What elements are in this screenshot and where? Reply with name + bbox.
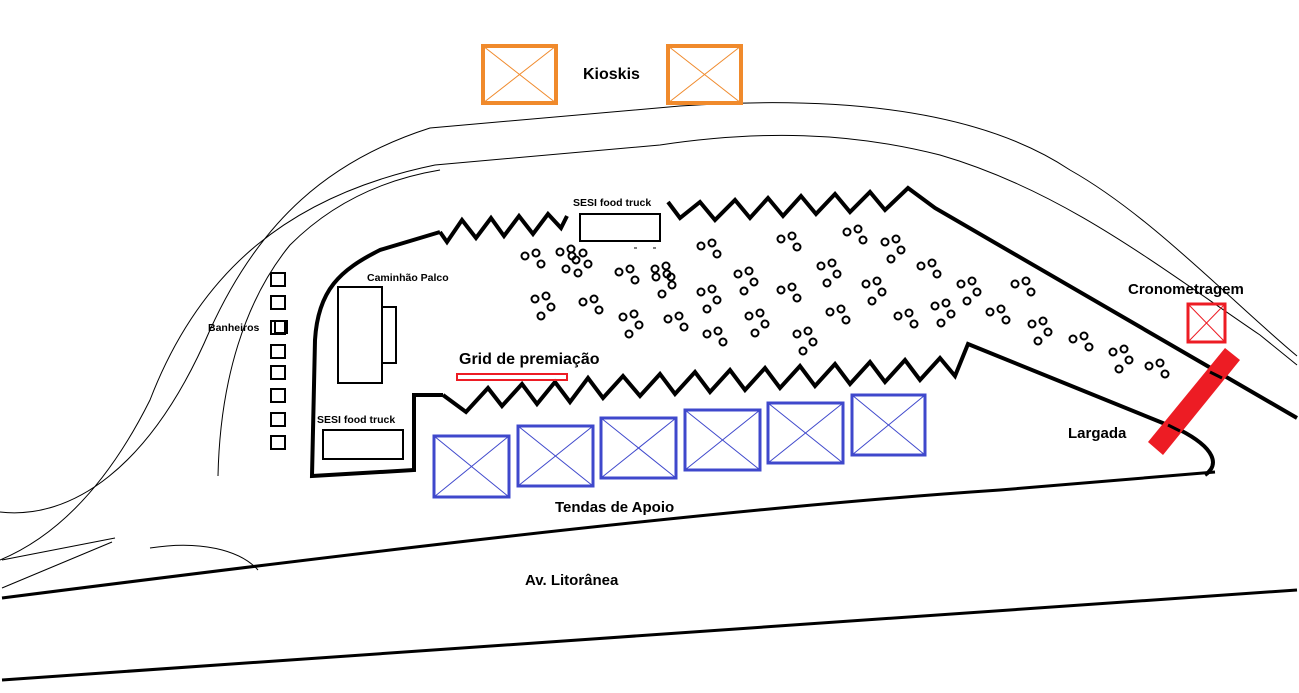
tree-cluster-18 xyxy=(696,284,722,314)
restrooms xyxy=(270,272,288,450)
restroom-4 xyxy=(270,344,286,359)
food-truck-bottom-box xyxy=(322,429,404,460)
event-area-boundary xyxy=(309,185,1299,479)
tree-cluster-11 xyxy=(916,258,942,279)
tree-cluster-6 xyxy=(733,266,759,296)
tree-cluster-7 xyxy=(776,231,802,252)
side-road-a xyxy=(1,537,116,561)
restroom-9 xyxy=(274,320,288,334)
kiosk-left xyxy=(481,44,558,105)
inner-road-edge xyxy=(217,169,441,477)
avenue-line-top xyxy=(1,470,1216,600)
label-banheiros: Banheiros xyxy=(208,322,260,334)
restroom-2 xyxy=(270,295,286,310)
tree-cluster-1 xyxy=(520,248,546,269)
restroom-5 xyxy=(270,365,286,380)
tree-cluster-3 xyxy=(614,264,640,285)
side-road-c xyxy=(149,544,259,571)
avenue-line-bottom xyxy=(1,588,1298,682)
restroom-6 xyxy=(270,388,286,403)
support-tents xyxy=(432,393,927,499)
restroom-1 xyxy=(270,272,286,287)
label-grid-premiacao: Grid de premiação xyxy=(459,351,600,368)
support-tent-1 xyxy=(432,434,511,499)
side-road-b xyxy=(1,541,113,589)
tree-cluster-14 xyxy=(530,291,556,321)
tree-cluster-20 xyxy=(744,308,770,338)
timing-booth xyxy=(1186,302,1227,344)
tree-cluster-30 xyxy=(1108,344,1134,374)
tree-cluster-15 xyxy=(578,294,604,315)
tree-cluster-29 xyxy=(1068,331,1094,352)
tree-cluster-19 xyxy=(702,326,728,347)
outer-road-lower-edge xyxy=(0,134,1298,561)
label-avenida: Av. Litorânea xyxy=(525,572,619,589)
label-sesi-food-truck-bottom: SESI food truck xyxy=(317,414,395,426)
tree-cluster-24 xyxy=(861,276,887,306)
boundary-zigzag-bottom xyxy=(441,341,1215,477)
tree-cluster-5 xyxy=(696,238,722,259)
tree-cluster-2 xyxy=(567,248,593,278)
tree-cluster-17 xyxy=(663,311,689,332)
label-largada: Largada xyxy=(1068,425,1127,442)
outer-road-upper-edge xyxy=(0,102,1298,514)
label-kioskis: Kioskis xyxy=(583,66,640,83)
boundary-zigzag-top xyxy=(438,210,569,246)
structures xyxy=(322,213,661,460)
kiosk-right xyxy=(666,44,743,105)
food-truck-top-box xyxy=(579,213,661,242)
tree-cluster-23 xyxy=(825,304,851,325)
tree-cluster-31 xyxy=(1144,358,1170,379)
tree-cluster-22 xyxy=(792,326,818,356)
tree-cluster-8 xyxy=(816,258,842,288)
support-tent-6 xyxy=(850,393,927,457)
tree-cluster-21 xyxy=(776,282,802,303)
avenue-lines xyxy=(1,470,1298,682)
support-tent-3 xyxy=(599,416,678,480)
tree-cluster-32 xyxy=(555,244,581,274)
label-sesi-food-truck-top: SESI food truck xyxy=(573,197,651,209)
label-caminhao-palco: Caminhão Palco xyxy=(367,272,449,284)
outer-roads xyxy=(0,102,1298,589)
label-tendas-de-apoio: Tendas de Apoio xyxy=(555,499,674,516)
restroom-8 xyxy=(270,435,286,450)
trees xyxy=(520,224,1170,379)
support-tent-4 xyxy=(683,408,762,472)
tree-cluster-25 xyxy=(893,308,919,329)
tree-cluster-9 xyxy=(842,224,868,245)
tree-cluster-28 xyxy=(1027,316,1053,346)
restroom-7 xyxy=(270,412,286,427)
boundary-zigzag-top-right xyxy=(666,185,1299,420)
tree-cluster-10 xyxy=(880,234,906,264)
start-line-tick-top xyxy=(1209,370,1223,380)
tree-cluster-33 xyxy=(650,261,676,282)
tree-cluster-27 xyxy=(985,304,1011,325)
support-tent-5 xyxy=(766,401,845,465)
tree-cluster-16 xyxy=(618,309,644,339)
start-line xyxy=(1148,348,1240,455)
awards-grid-marker xyxy=(456,373,568,381)
support-tent-2 xyxy=(516,424,595,488)
stage-truck-box xyxy=(337,286,383,384)
label-cronometragem: Cronometragem xyxy=(1128,281,1244,298)
stage-truck-cab xyxy=(381,306,397,364)
tree-cluster-26 xyxy=(930,298,956,328)
start-line-tick-bottom xyxy=(1167,423,1181,433)
tree-cluster-13 xyxy=(1010,276,1036,297)
tree-cluster-12 xyxy=(956,276,982,306)
boundary-left-loop xyxy=(309,230,443,479)
kiosks xyxy=(481,44,743,105)
